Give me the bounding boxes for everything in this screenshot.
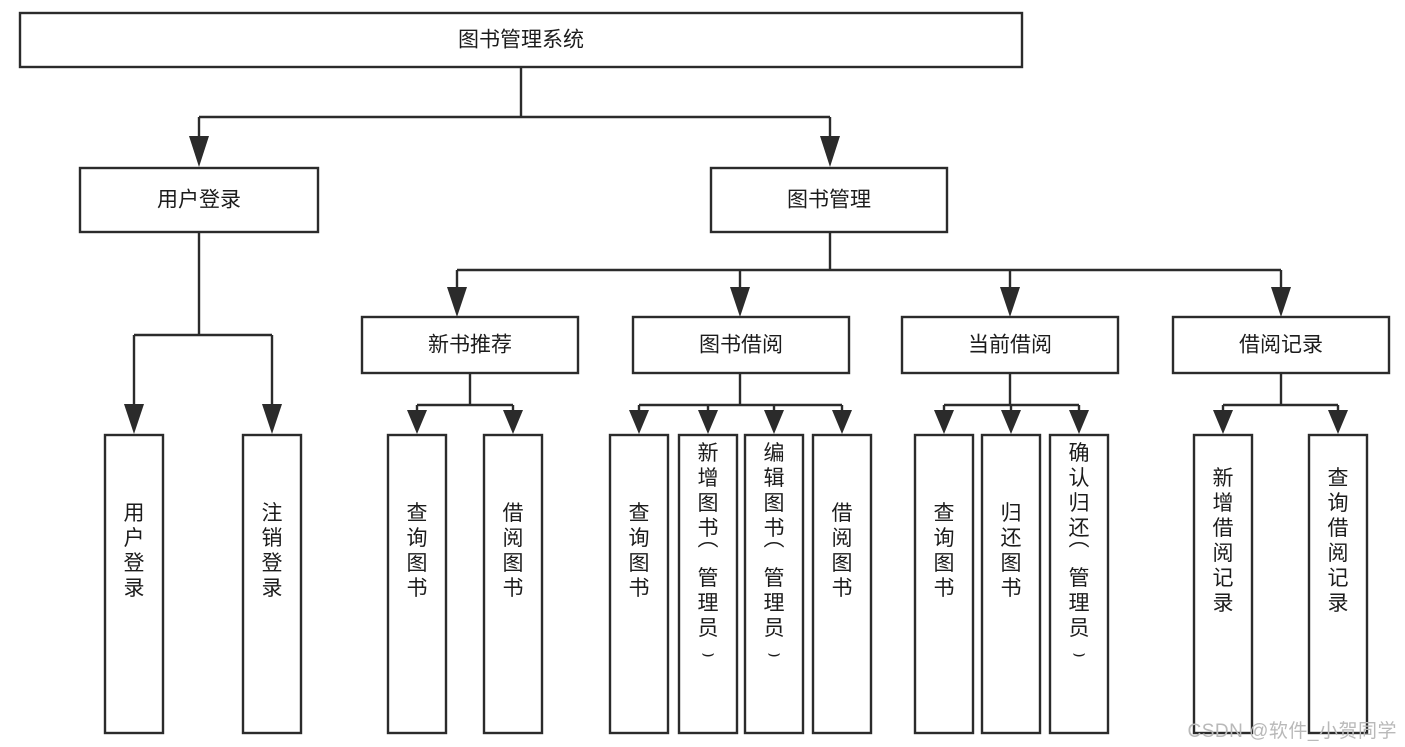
leaf-bb-add-book-box[interactable] bbox=[677, 433, 739, 735]
arrow-head-borrow-record bbox=[1271, 287, 1291, 317]
arrow-head-br-leaf-2 bbox=[1328, 410, 1348, 434]
node-book-borrow-box[interactable] bbox=[631, 315, 851, 375]
node-book-borrow[interactable]: 图书借阅 bbox=[631, 315, 851, 375]
connector-group-book-borrow bbox=[629, 373, 852, 434]
leaf-node[interactable]: 查询借阅记录 bbox=[1307, 433, 1369, 735]
node-new-book-recommend[interactable]: 新书推荐 bbox=[360, 315, 580, 375]
leaf-node[interactable]: 新增图书⌒管理员⌣ bbox=[677, 433, 739, 735]
leaf-nbr-borrow-book-box[interactable] bbox=[482, 433, 544, 735]
arrow-head-leaf-logout bbox=[262, 404, 282, 434]
leaf-bb-borrow-book-box[interactable] bbox=[811, 433, 873, 735]
arrow-head-bb-leaf-3 bbox=[764, 410, 784, 434]
arrow-head-book-mgmt bbox=[820, 136, 840, 167]
leaf-user-login-label: 用户登录 bbox=[124, 502, 145, 600]
arrow-head-bb-leaf-2 bbox=[698, 410, 718, 434]
leaf-br-query-record-box[interactable] bbox=[1307, 433, 1369, 735]
node-book-management-box[interactable] bbox=[709, 166, 949, 234]
node-user-login-box[interactable] bbox=[78, 166, 320, 234]
leaf-bb-edit-book-box[interactable] bbox=[743, 433, 805, 735]
arrow-head-cb-leaf-1 bbox=[934, 410, 954, 434]
connector-group-borrow-record bbox=[1213, 373, 1348, 434]
arrow-head-cb-leaf-3 bbox=[1069, 410, 1089, 434]
node-root-box[interactable] bbox=[18, 11, 1024, 69]
leaf-cb-query-book-box[interactable] bbox=[913, 433, 975, 735]
leaf-cb-return-book-label: 归还图书 bbox=[1001, 502, 1022, 600]
leaf-nbr-query-book-box[interactable] bbox=[386, 433, 448, 735]
leaf-logout-box[interactable] bbox=[241, 433, 303, 735]
arrow-head-cb-leaf-2 bbox=[1001, 410, 1021, 434]
node-borrow-record-label: 借阅记录 bbox=[1239, 334, 1323, 357]
leaf-nbr-borrow-book-label: 借阅图书 bbox=[503, 502, 524, 600]
arrow-head-nbr-leaf-2 bbox=[503, 410, 523, 434]
node-current-borrow-box[interactable] bbox=[900, 315, 1120, 375]
arrow-head-book-borrow bbox=[730, 287, 750, 317]
node-root[interactable]: 图书管理系统 bbox=[18, 11, 1024, 69]
connector-group-user-login bbox=[124, 232, 282, 434]
leaf-bb-borrow-book-label: 借阅图书 bbox=[832, 502, 853, 600]
arrow-head-leaf-user-login bbox=[124, 404, 144, 434]
leaf-nbr-query-book-label: 查询图书 bbox=[407, 502, 428, 600]
node-user-login[interactable]: 用户登录 bbox=[78, 166, 320, 234]
arrow-head-current-borrow bbox=[1000, 287, 1020, 317]
leaf-bb-query-book-box[interactable] bbox=[608, 433, 670, 735]
node-root-label: 图书管理系统 bbox=[458, 29, 584, 52]
leaf-node[interactable]: 借阅图书 bbox=[811, 433, 873, 735]
leaf-node[interactable]: 新增借阅记录 bbox=[1192, 433, 1254, 735]
leaf-bb-edit-book-label: 编辑图书⌒管理员⌣ bbox=[764, 442, 785, 665]
node-book-management[interactable]: 图书管理 bbox=[709, 166, 949, 234]
leaf-cb-return-book-box[interactable] bbox=[980, 433, 1042, 735]
arrow-head-user-login bbox=[189, 136, 209, 167]
leaf-node[interactable]: 编辑图书⌒管理员⌣ bbox=[743, 433, 805, 735]
node-user-login-label: 用户登录 bbox=[157, 189, 241, 212]
arrow-head-bb-leaf-4 bbox=[832, 410, 852, 434]
node-borrow-record[interactable]: 借阅记录 bbox=[1171, 315, 1391, 375]
leaf-user-login-box[interactable] bbox=[103, 433, 165, 735]
node-book-borrow-label: 图书借阅 bbox=[699, 334, 783, 357]
leaf-cb-query-book-label: 查询图书 bbox=[934, 502, 955, 600]
leaf-br-query-record-label: 查询借阅记录 bbox=[1328, 467, 1349, 615]
node-book-management-label: 图书管理 bbox=[787, 189, 871, 212]
leaf-bb-add-book-label: 新增图书⌒管理员⌣ bbox=[698, 442, 719, 665]
leaf-node[interactable]: 用户登录 bbox=[103, 433, 165, 735]
arrow-head-nbr-leaf-1 bbox=[407, 410, 427, 434]
leaf-node[interactable]: 注销登录 bbox=[241, 433, 303, 735]
leaf-node[interactable]: 查询图书 bbox=[913, 433, 975, 735]
node-current-borrow-label: 当前借阅 bbox=[968, 334, 1052, 357]
arrow-head-bb-leaf-1 bbox=[629, 410, 649, 434]
connector-group-current-borrow bbox=[934, 373, 1089, 434]
leaf-br-add-record-label: 新增借阅记录 bbox=[1213, 467, 1234, 615]
connector-group-new-book-recommend bbox=[407, 373, 523, 434]
leaf-node[interactable]: 确认归还⌒管理员⌣ bbox=[1048, 433, 1110, 735]
leaf-br-add-record-box[interactable] bbox=[1192, 433, 1254, 735]
leaf-logout-label: 注销登录 bbox=[262, 502, 283, 600]
leaf-node[interactable]: 借阅图书 bbox=[482, 433, 544, 735]
leaf-node[interactable]: 查询图书 bbox=[608, 433, 670, 735]
leaf-bb-query-book-label: 查询图书 bbox=[629, 502, 650, 600]
node-new-book-recommend-label: 新书推荐 bbox=[428, 334, 512, 357]
arrow-head-br-leaf-1 bbox=[1213, 410, 1233, 434]
leaf-cb-confirm-return-box[interactable] bbox=[1048, 433, 1110, 735]
node-new-book-recommend-box[interactable] bbox=[360, 315, 580, 375]
leaf-cb-confirm-return-label: 确认归还⌒管理员⌣ bbox=[1069, 442, 1090, 665]
leaf-node[interactable]: 查询图书 bbox=[386, 433, 448, 735]
node-current-borrow[interactable]: 当前借阅 bbox=[900, 315, 1120, 375]
connector-group-book-mgmt bbox=[447, 232, 1291, 317]
node-borrow-record-box[interactable] bbox=[1171, 315, 1391, 375]
leaf-node[interactable]: 归还图书 bbox=[980, 433, 1042, 735]
arrow-head-new-book-recommend bbox=[447, 287, 467, 317]
connector-group-root bbox=[189, 67, 840, 167]
